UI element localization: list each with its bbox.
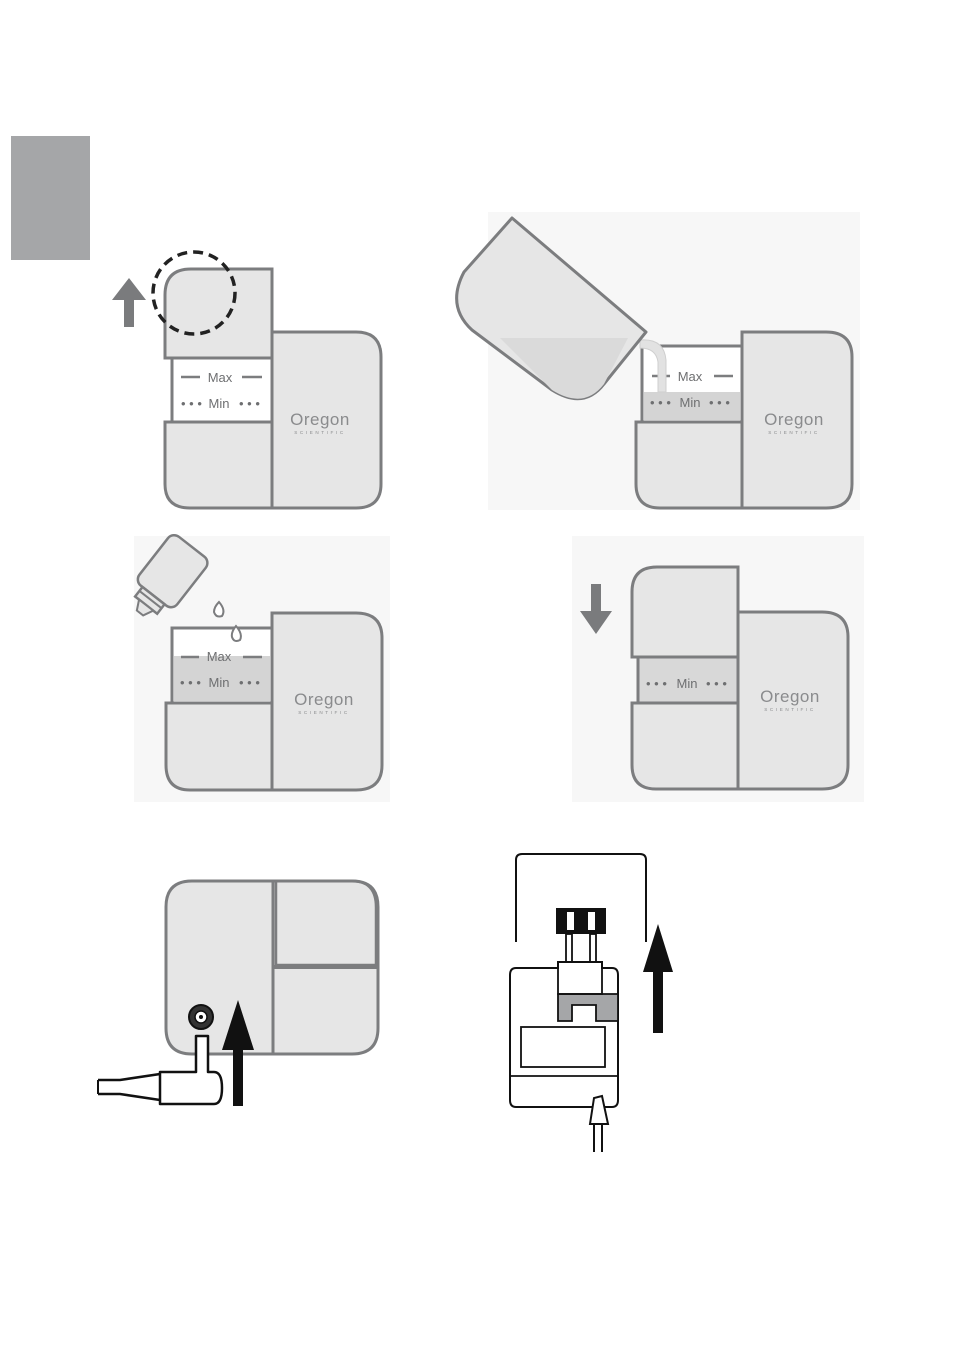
tank-max-label: Max (678, 369, 703, 384)
tank-min-dots-right: • • • (239, 675, 260, 690)
socket (556, 908, 606, 934)
tank-min-dots-left: • • • (181, 396, 202, 411)
tank-min-dots-left: • • • (646, 676, 667, 691)
adapter-label (521, 1027, 605, 1067)
tank-min-dots-right: • • • (239, 396, 260, 411)
lid (632, 567, 738, 657)
tank-min-label: Min (680, 395, 701, 410)
up-arrow-icon (112, 278, 146, 327)
step2-fill-water: Max • • • • • • Min Oregon SCIENTIFIC (457, 212, 860, 510)
brand-logo: Oregon (760, 687, 820, 706)
brand-logo: Oregon (294, 690, 354, 709)
humidifier-base (165, 422, 272, 508)
brand-sub: SCIENTIFIC (298, 710, 350, 715)
tank-min-label: Min (209, 396, 230, 411)
tank-min-dots-right: • • • (709, 395, 730, 410)
tank-min-dots-left: • • • (650, 395, 671, 410)
tank-max-label: Max (208, 370, 233, 385)
tank-min-label: Min (209, 675, 230, 690)
side-tab-marker (11, 136, 90, 260)
plug-prongs-icon (566, 934, 572, 964)
tank-max-label: Max (207, 649, 232, 664)
step6-plug-adapter (510, 854, 673, 1152)
tank-min-dots-left: • • • (180, 675, 201, 690)
step1-open-lid: Max • • • • • • Min Oregon SCIENTIFIC (112, 252, 381, 508)
lid (165, 269, 272, 358)
brand-logo: Oregon (764, 410, 824, 429)
step5-connect-power (98, 881, 378, 1106)
tank-min-dots-right: • • • (706, 676, 727, 691)
step3-add-drops: Max • • • • • • Min Oregon SCIENTIFIC (121, 532, 390, 802)
humidifier-base (166, 703, 272, 790)
brand-sub: SCIENTIFIC (764, 707, 816, 712)
brand-logo: Oregon (290, 410, 350, 429)
step4-close-lid: • • • • • • Min Oregon SCIENTIFIC (572, 536, 864, 802)
brand-sub: SCIENTIFIC (294, 430, 346, 435)
humidifier-base (636, 422, 742, 508)
water-tank-window (172, 358, 272, 422)
up-arrow-icon (643, 924, 673, 1033)
humidifier-base (632, 703, 738, 789)
dc-cable (98, 1074, 160, 1100)
brand-sub: SCIENTIFIC (768, 430, 820, 435)
tank-min-label: Min (677, 676, 698, 691)
